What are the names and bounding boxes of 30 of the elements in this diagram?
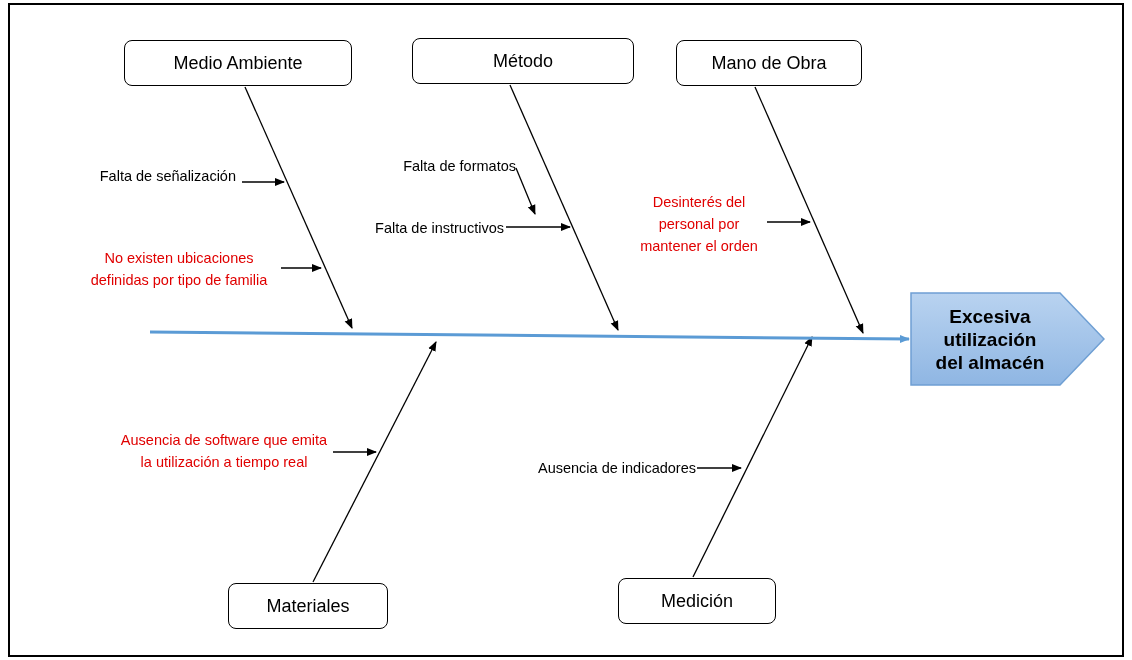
category-label: Medición bbox=[660, 589, 733, 613]
arrow bbox=[696, 464, 742, 472]
cause-label: Falta de instructivos bbox=[375, 219, 504, 238]
arrow bbox=[509, 84, 619, 331]
arrow bbox=[332, 448, 377, 456]
arrow bbox=[505, 223, 571, 231]
cause-label: No existen ubicaciones definidas por tipo de familia bbox=[89, 249, 269, 290]
arrow bbox=[312, 341, 437, 583]
cause-label: Ausencia de software que emita la utilización a tiempo real bbox=[119, 431, 329, 472]
category-label: Método bbox=[492, 49, 553, 73]
category-box bbox=[618, 578, 776, 624]
arrow bbox=[244, 86, 353, 329]
cause-label: Desinterés del personal por mantener el orden bbox=[639, 193, 759, 256]
arrow bbox=[280, 264, 322, 272]
category-label: Mano de Obra bbox=[711, 51, 827, 75]
arrow bbox=[241, 178, 285, 186]
cause-label: Falta de señalización bbox=[99, 167, 236, 186]
arrow bbox=[754, 86, 864, 334]
category-box bbox=[676, 40, 862, 86]
category-box bbox=[228, 583, 388, 629]
cause-label: Falta de formatos bbox=[403, 157, 516, 176]
arrow bbox=[515, 167, 536, 215]
cause-label: Ausencia de indicadores bbox=[538, 459, 696, 478]
spine-arrow bbox=[150, 330, 910, 343]
category-box bbox=[124, 40, 352, 86]
arrow bbox=[766, 218, 811, 226]
effect-label: Excesiva utilización del almacén bbox=[934, 304, 1046, 374]
category-label: Medio Ambiente bbox=[173, 51, 303, 75]
category-box bbox=[412, 38, 634, 84]
category-label: Materiales bbox=[266, 594, 350, 618]
